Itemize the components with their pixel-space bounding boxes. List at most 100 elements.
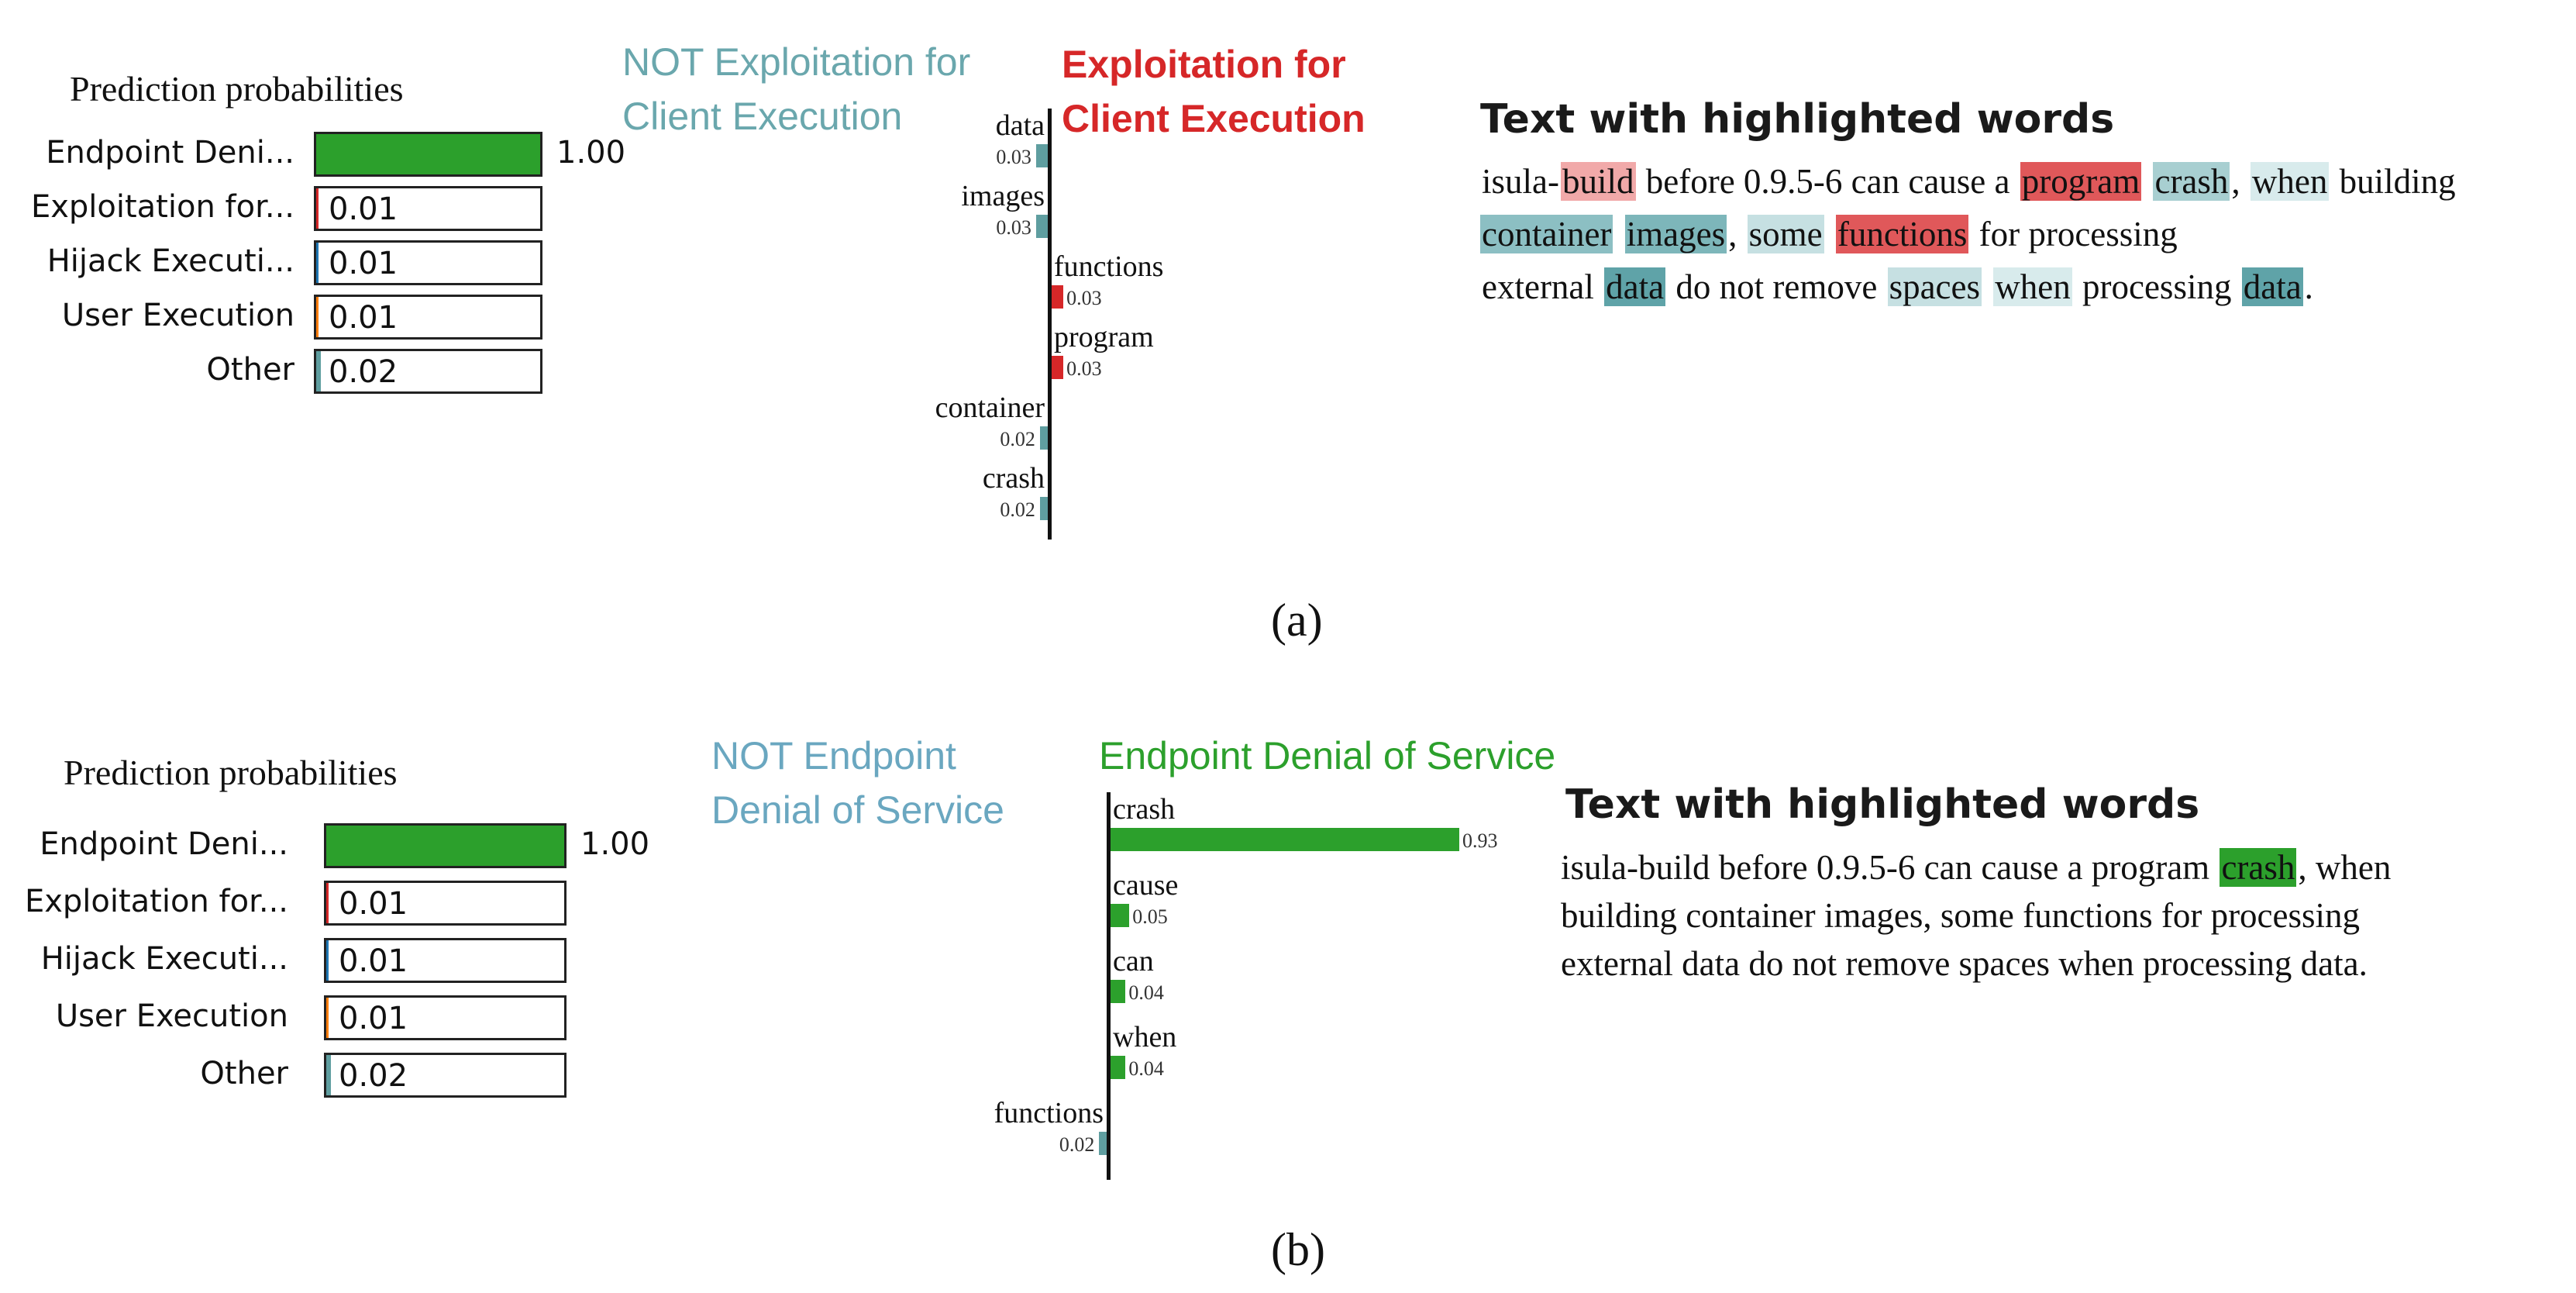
weight-bar — [1039, 497, 1048, 520]
highlighted-word: functions — [1835, 215, 1969, 253]
prediction-bar: 0.01 — [314, 186, 542, 231]
highlighted-word: when — [1993, 267, 2072, 306]
highlighted-word: crash — [2220, 848, 2297, 887]
weight-value: 0.02 — [1000, 498, 1035, 521]
text-segment — [1824, 215, 1836, 253]
not-class-label-line: NOT Exploitation for — [622, 40, 971, 84]
text-segment: , — [2231, 162, 2249, 201]
prediction-value: 0.01 — [339, 886, 408, 922]
weight-bar — [1111, 980, 1126, 1003]
weight-word: container — [935, 391, 1045, 424]
prediction-bar-fill — [326, 940, 329, 981]
text-segment: , — [1728, 215, 1746, 253]
text-line: container images, some functions for pro… — [1480, 208, 2457, 260]
weights-axis — [1107, 792, 1111, 1180]
highlighted-word: spaces — [1887, 267, 1982, 306]
highlighted-word: crash — [2153, 162, 2230, 201]
prediction-label: Endpoint Deni... — [46, 135, 294, 171]
prediction-value: 0.01 — [329, 246, 398, 281]
prediction-label: Exploitation for... — [24, 884, 288, 919]
weight-bar — [1111, 1056, 1126, 1079]
prediction-label: Hijack Executi... — [46, 243, 294, 279]
caption-b: (b) — [1271, 1224, 1325, 1275]
weight-word: crash — [1113, 793, 1176, 826]
text-segment: isula- — [1482, 162, 1559, 201]
text-segment: do not remove — [1667, 267, 1886, 306]
highlighted-word: container — [1480, 215, 1613, 253]
weight-bar — [1099, 1132, 1107, 1155]
class-label-line: Exploitation for — [1062, 43, 1346, 86]
weight-word: cause — [1113, 869, 1179, 902]
prediction-bar-fill — [316, 351, 321, 391]
weight-word: crash — [982, 462, 1045, 495]
prediction-bar-fill — [316, 188, 319, 229]
weight-bar — [1039, 426, 1048, 450]
weight-bar — [1111, 828, 1459, 851]
weight-word: when — [1113, 1021, 1177, 1053]
text-segment: for processing — [1970, 215, 2178, 253]
weight-value: 0.03 — [1066, 357, 1102, 380]
weight-word: can — [1113, 945, 1154, 978]
class-header: Endpoint Denial of Service — [1099, 729, 1555, 783]
prediction-title: Prediction probabilities — [70, 69, 404, 109]
prediction-bar: 0.02 — [324, 1053, 567, 1098]
prediction-label: Endpoint Deni... — [40, 826, 288, 862]
weight-value: 0.04 — [1128, 1057, 1164, 1080]
text-segment: building container images, some function… — [1561, 896, 2361, 935]
weight-bar — [1052, 356, 1064, 379]
weight-word: functions — [1054, 250, 1164, 283]
prediction-value: 0.01 — [329, 191, 398, 227]
prediction-bar-fill — [316, 134, 540, 174]
highlighted-word: some — [1747, 215, 1824, 253]
prediction-bar — [324, 823, 567, 868]
prediction-bar: 0.01 — [314, 240, 542, 285]
text-line: external data do not remove spaces when … — [1559, 940, 2392, 988]
highlight-title: Text with highlighted words — [1565, 781, 2200, 828]
not-class-label-line: Denial of Service — [711, 788, 1004, 832]
weight-value: 0.93 — [1462, 829, 1498, 852]
highlighted-word: build — [1560, 162, 1636, 201]
prediction-label: User Execution — [55, 998, 288, 1034]
highlighted-word: data — [1604, 267, 1666, 306]
weight-bar — [1035, 215, 1048, 238]
prediction-bar: 0.01 — [324, 938, 567, 983]
text-segment: . — [2304, 267, 2313, 306]
prediction-label: Hijack Executi... — [40, 941, 288, 977]
weight-value: 0.03 — [996, 216, 1031, 239]
caption-a: (a) — [1271, 595, 1323, 646]
not-class-label-line: Client Execution — [622, 95, 903, 138]
panel-b: Prediction probabilities Endpoint Deni..… — [0, 651, 2576, 1293]
weight-bar — [1111, 904, 1130, 927]
text-segment: processing — [2073, 267, 2240, 306]
text-segment: external — [1482, 267, 1603, 306]
prediction-bar: 0.01 — [314, 295, 542, 340]
weights-axis — [1048, 109, 1052, 540]
prediction-bar-fill — [326, 1055, 332, 1095]
prediction-bar-fill — [326, 883, 329, 923]
prediction-bar-fill — [316, 297, 319, 337]
prediction-value: 0.01 — [329, 300, 398, 336]
class-label-line: Endpoint Denial of Service — [1099, 734, 1556, 778]
weight-word: data — [995, 109, 1045, 142]
prediction-value: 0.01 — [339, 943, 408, 979]
weight-value: 0.03 — [996, 146, 1031, 168]
weight-value: 0.05 — [1132, 905, 1168, 928]
weight-value: 0.03 — [1066, 287, 1102, 309]
text-line: external data do not remove spaces when … — [1480, 260, 2457, 313]
class-label-line: Client Execution — [1062, 97, 1365, 140]
highlighted-text: isula-build before 0.9.5-6 can cause a p… — [1559, 843, 2392, 988]
text-segment — [1613, 215, 1624, 253]
panel-a: Prediction probabilities Endpoint Deni..… — [31, 35, 2457, 646]
text-segment: external data do not remove spaces when … — [1561, 944, 2368, 983]
text-segment — [2141, 162, 2153, 201]
prediction-value: 1.00 — [580, 826, 650, 862]
weight-value: 0.04 — [1128, 981, 1164, 1004]
highlighted-word: images — [1624, 215, 1727, 253]
prediction-bar: 0.01 — [324, 881, 567, 926]
weight-bar — [1035, 144, 1048, 167]
highlighted-word: data — [2241, 267, 2303, 306]
